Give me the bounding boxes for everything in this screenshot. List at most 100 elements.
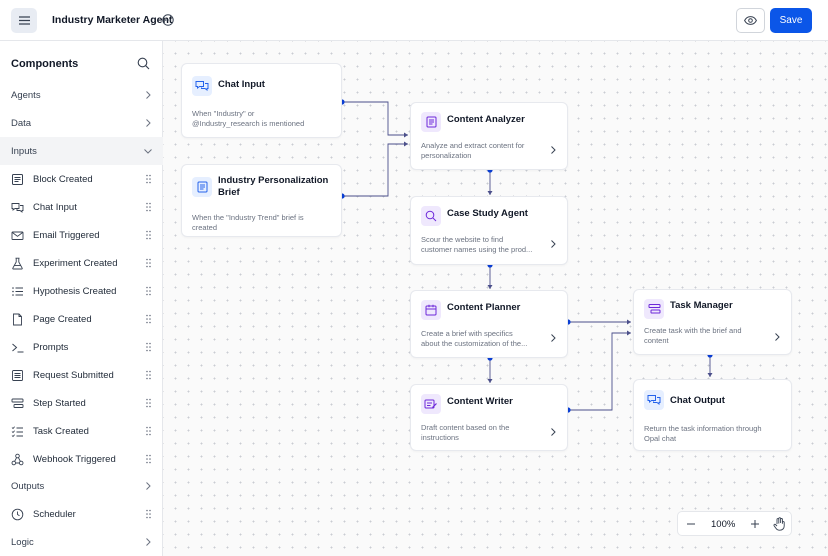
sidebar-item-block-created[interactable]: Block Created bbox=[0, 165, 163, 193]
form-icon bbox=[12, 370, 23, 381]
node-description: @Industry_research is mentioned bbox=[192, 119, 305, 128]
sidebar-item-label: Page Created bbox=[33, 314, 92, 325]
drag-handle-icon[interactable] bbox=[146, 230, 151, 240]
drag-handle-icon[interactable] bbox=[146, 370, 151, 380]
menu-button[interactable] bbox=[11, 8, 37, 33]
node-description: customer names using the prod... bbox=[421, 245, 533, 254]
sidebar-item-webhook-triggered[interactable]: Webhook Triggered bbox=[0, 445, 163, 473]
sidebar-item-page-created[interactable]: Page Created bbox=[0, 305, 163, 333]
sidebar-item-label: Experiment Created bbox=[33, 258, 118, 269]
drag-handle-icon[interactable] bbox=[146, 342, 151, 352]
chevron-right-icon bbox=[146, 482, 151, 490]
calendar-icon bbox=[421, 300, 441, 320]
steps-icon bbox=[11, 398, 24, 408]
sidebar-item-chat-input[interactable]: Chat Input bbox=[0, 193, 163, 221]
chat-icon bbox=[11, 203, 24, 213]
drag-handle-icon[interactable] bbox=[146, 314, 151, 324]
node-title: Content Writer bbox=[447, 396, 513, 407]
drag-handle-icon[interactable] bbox=[146, 398, 151, 408]
write-icon bbox=[421, 394, 441, 414]
node-title: Chat Input bbox=[218, 79, 265, 90]
node-title: Task Manager bbox=[670, 300, 733, 311]
zoom-in-icon[interactable] bbox=[750, 519, 760, 529]
node-description: Return the task information through bbox=[644, 424, 762, 433]
chevron-right-icon bbox=[146, 119, 151, 127]
node-content-analyzer[interactable]: Content Analyzer Analyze and extract con… bbox=[410, 102, 568, 170]
save-button[interactable]: Save bbox=[770, 8, 812, 33]
search-icon bbox=[421, 206, 441, 226]
sidebar-item-prompts[interactable]: Prompts bbox=[0, 333, 163, 361]
eye-icon bbox=[744, 16, 757, 25]
sidebar-item-experiment-created[interactable]: Experiment Created bbox=[0, 249, 163, 277]
webhook-icon bbox=[11, 453, 24, 466]
node-description: about the customization of the... bbox=[421, 339, 528, 348]
zoom-out-icon[interactable] bbox=[686, 519, 696, 529]
node-description: Create a brief with specifics bbox=[421, 329, 513, 338]
steps-icon bbox=[644, 299, 664, 319]
sidebar-item-email-triggered[interactable]: Email Triggered bbox=[0, 221, 163, 249]
list-icon bbox=[12, 287, 23, 296]
node-description: Draft content based on the bbox=[421, 423, 510, 432]
drag-handle-icon[interactable] bbox=[146, 454, 151, 464]
drag-handle-icon[interactable] bbox=[146, 258, 151, 268]
node-title: Industry Personalization bbox=[218, 175, 329, 186]
app-title: Industry Marketer Agent bbox=[52, 14, 173, 26]
chat-icon bbox=[644, 390, 664, 410]
drag-handle-icon[interactable] bbox=[146, 174, 151, 184]
category-logic[interactable]: Logic bbox=[0, 528, 163, 556]
drag-handle-icon[interactable] bbox=[146, 426, 151, 436]
zoom-level: 100% bbox=[711, 519, 736, 530]
sidebar-item-task-created[interactable]: Task Created bbox=[0, 417, 163, 445]
chat-icon bbox=[192, 76, 212, 96]
chevron-right-icon[interactable] bbox=[773, 332, 781, 342]
node-chat-input[interactable]: Chat Input When "Industry" or @Industry_… bbox=[181, 63, 342, 138]
drag-handle-icon[interactable] bbox=[146, 286, 151, 296]
sidebar-item-hypothesis-created[interactable]: Hypothesis Created bbox=[0, 277, 163, 305]
node-industry-brief[interactable]: Industry Personalization Brief When the … bbox=[181, 164, 342, 237]
node-title: Chat Output bbox=[670, 395, 725, 406]
drag-handle-icon[interactable] bbox=[146, 509, 151, 519]
drag-handle-icon[interactable] bbox=[146, 202, 151, 212]
sidebar-item-label: Hypothesis Created bbox=[33, 286, 117, 297]
node-title: Case Study Agent bbox=[447, 208, 528, 219]
chevron-right-icon[interactable] bbox=[549, 333, 557, 343]
mail-icon bbox=[11, 231, 24, 240]
chevron-right-icon bbox=[146, 91, 151, 99]
node-description: Create task with the brief and bbox=[644, 326, 742, 335]
category-agents[interactable]: Agents bbox=[0, 81, 163, 109]
node-title: Content Analyzer bbox=[447, 114, 525, 125]
node-content-planner[interactable]: Content Planner Create a brief with spec… bbox=[410, 290, 568, 358]
more-options-icon[interactable] bbox=[162, 14, 174, 26]
sidebar-item-label: Chat Input bbox=[33, 202, 77, 213]
sidebar-item-step-started[interactable]: Step Started bbox=[0, 389, 163, 417]
hamburger-icon bbox=[18, 16, 30, 25]
category-inputs[interactable]: Inputs bbox=[0, 137, 163, 165]
sidebar-item-label: Request Submitted bbox=[33, 370, 114, 381]
chevron-right-icon[interactable] bbox=[549, 427, 557, 437]
chevron-right-icon[interactable] bbox=[549, 239, 557, 249]
sidebar-item-scheduler[interactable]: Scheduler bbox=[0, 500, 163, 528]
search-icon[interactable] bbox=[137, 57, 150, 70]
node-description: Opal chat bbox=[644, 434, 677, 443]
category-label: Data bbox=[11, 117, 32, 129]
category-data[interactable]: Data bbox=[0, 109, 163, 137]
category-label: Outputs bbox=[11, 480, 45, 492]
category-outputs[interactable]: Outputs bbox=[0, 472, 163, 500]
sidebar-item-request-submitted[interactable]: Request Submitted bbox=[0, 361, 163, 389]
terminal-icon bbox=[12, 343, 24, 353]
chevron-down-icon bbox=[144, 149, 152, 154]
node-chat-output[interactable]: Chat Output Return the task information … bbox=[633, 379, 792, 451]
sidebar-heading: Components bbox=[11, 58, 79, 70]
sidebar-item-label: Email Triggered bbox=[33, 230, 100, 241]
pan-hand-icon[interactable] bbox=[773, 517, 786, 531]
node-task-manager[interactable]: Task Manager Create task with the brief … bbox=[633, 289, 792, 355]
document-icon bbox=[421, 112, 441, 132]
node-title: Content Planner bbox=[447, 302, 521, 313]
chevron-right-icon bbox=[146, 538, 151, 546]
sidebar-item-label: Scheduler bbox=[33, 509, 76, 520]
node-content-writer[interactable]: Content Writer Draft content based on th… bbox=[410, 384, 568, 451]
chevron-right-icon[interactable] bbox=[549, 145, 557, 155]
sidebar-item-label: Step Started bbox=[33, 398, 86, 409]
preview-button[interactable] bbox=[736, 8, 765, 33]
node-case-study-agent[interactable]: Case Study Agent Scour the website to fi… bbox=[410, 196, 568, 265]
